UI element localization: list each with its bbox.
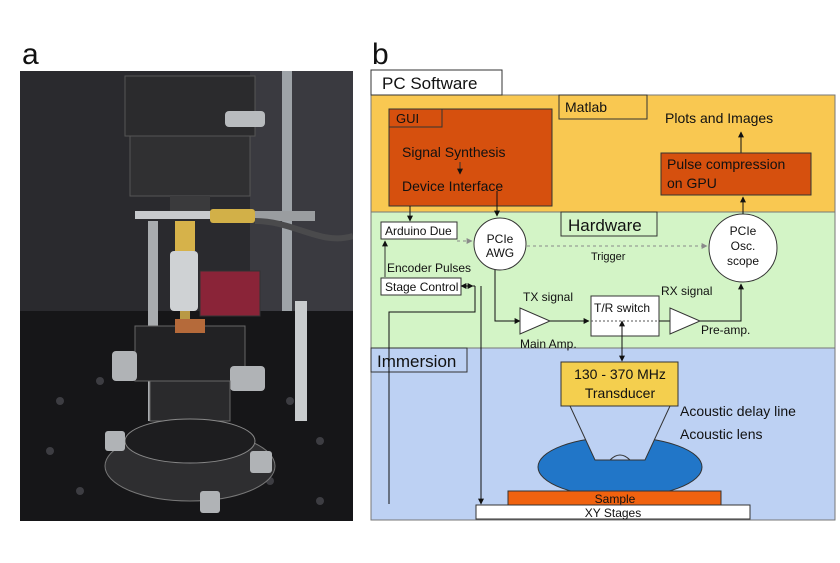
trigger-label: Trigger <box>591 251 626 263</box>
pulse-compression-line1: Pulse compression <box>667 156 785 172</box>
acoustic-lens-label: Acoustic lens <box>680 426 762 442</box>
panel-label-b: b <box>372 38 389 71</box>
tx-signal-label: TX signal <box>523 290 573 304</box>
tr-switch-label: T/R switch <box>594 301 650 315</box>
pcie-scope-line1: PCIe <box>730 224 757 238</box>
matlab-label: Matlab <box>565 99 607 115</box>
arduino-due-block <box>380 221 458 240</box>
xy-stages-block <box>475 504 751 520</box>
tr-switch-block <box>590 295 660 337</box>
pulse-compression-line2: on GPU <box>667 175 717 191</box>
panel-label-a: a <box>22 38 39 71</box>
transducer-line2: Transducer <box>585 385 656 401</box>
arduino-due-label: Arduino Due <box>385 224 452 238</box>
pre-amp <box>669 307 702 335</box>
system-diagram: PC Software Hardware Immersion Matlab GU… <box>370 69 836 521</box>
encoder-pulses-label: Encoder Pulses <box>387 261 471 275</box>
stage-control-label: Stage Control <box>385 280 458 294</box>
pcie-awg-line1: PCIe <box>487 232 514 246</box>
pcie-awg-line2: AWG <box>486 246 514 260</box>
transducer-block <box>560 361 679 407</box>
pcie-scope-line3: scope <box>727 254 759 268</box>
pre-amp-label: Pre-amp. <box>701 323 750 337</box>
signal-synthesis-label: Signal Synthesis <box>402 144 506 160</box>
pc-software-title: PC Software <box>382 74 477 93</box>
pcie-awg-node <box>473 217 527 271</box>
pulse-compression-block <box>660 152 812 196</box>
gui-block <box>388 108 553 207</box>
hardware-title: Hardware <box>568 216 642 235</box>
main-amp <box>519 307 552 335</box>
rx-signal-label: RX signal <box>661 284 712 298</box>
setup-photo <box>20 71 353 521</box>
acoustic-delay-line <box>569 405 671 461</box>
main-amp-label: Main Amp. <box>520 337 577 351</box>
plots-images-label: Plots and Images <box>665 110 773 126</box>
sample-label: Sample <box>595 492 636 506</box>
transducer-line1: 130 - 370 MHz <box>574 366 666 382</box>
gui-label: GUI <box>396 111 419 126</box>
device-interface-label: Device Interface <box>402 178 503 194</box>
acoustic-delay-line-label: Acoustic delay line <box>680 403 796 419</box>
pcie-scope-line2: Osc. <box>731 239 756 253</box>
immersion-title: Immersion <box>377 352 456 371</box>
xy-stages-label: XY Stages <box>585 506 641 520</box>
